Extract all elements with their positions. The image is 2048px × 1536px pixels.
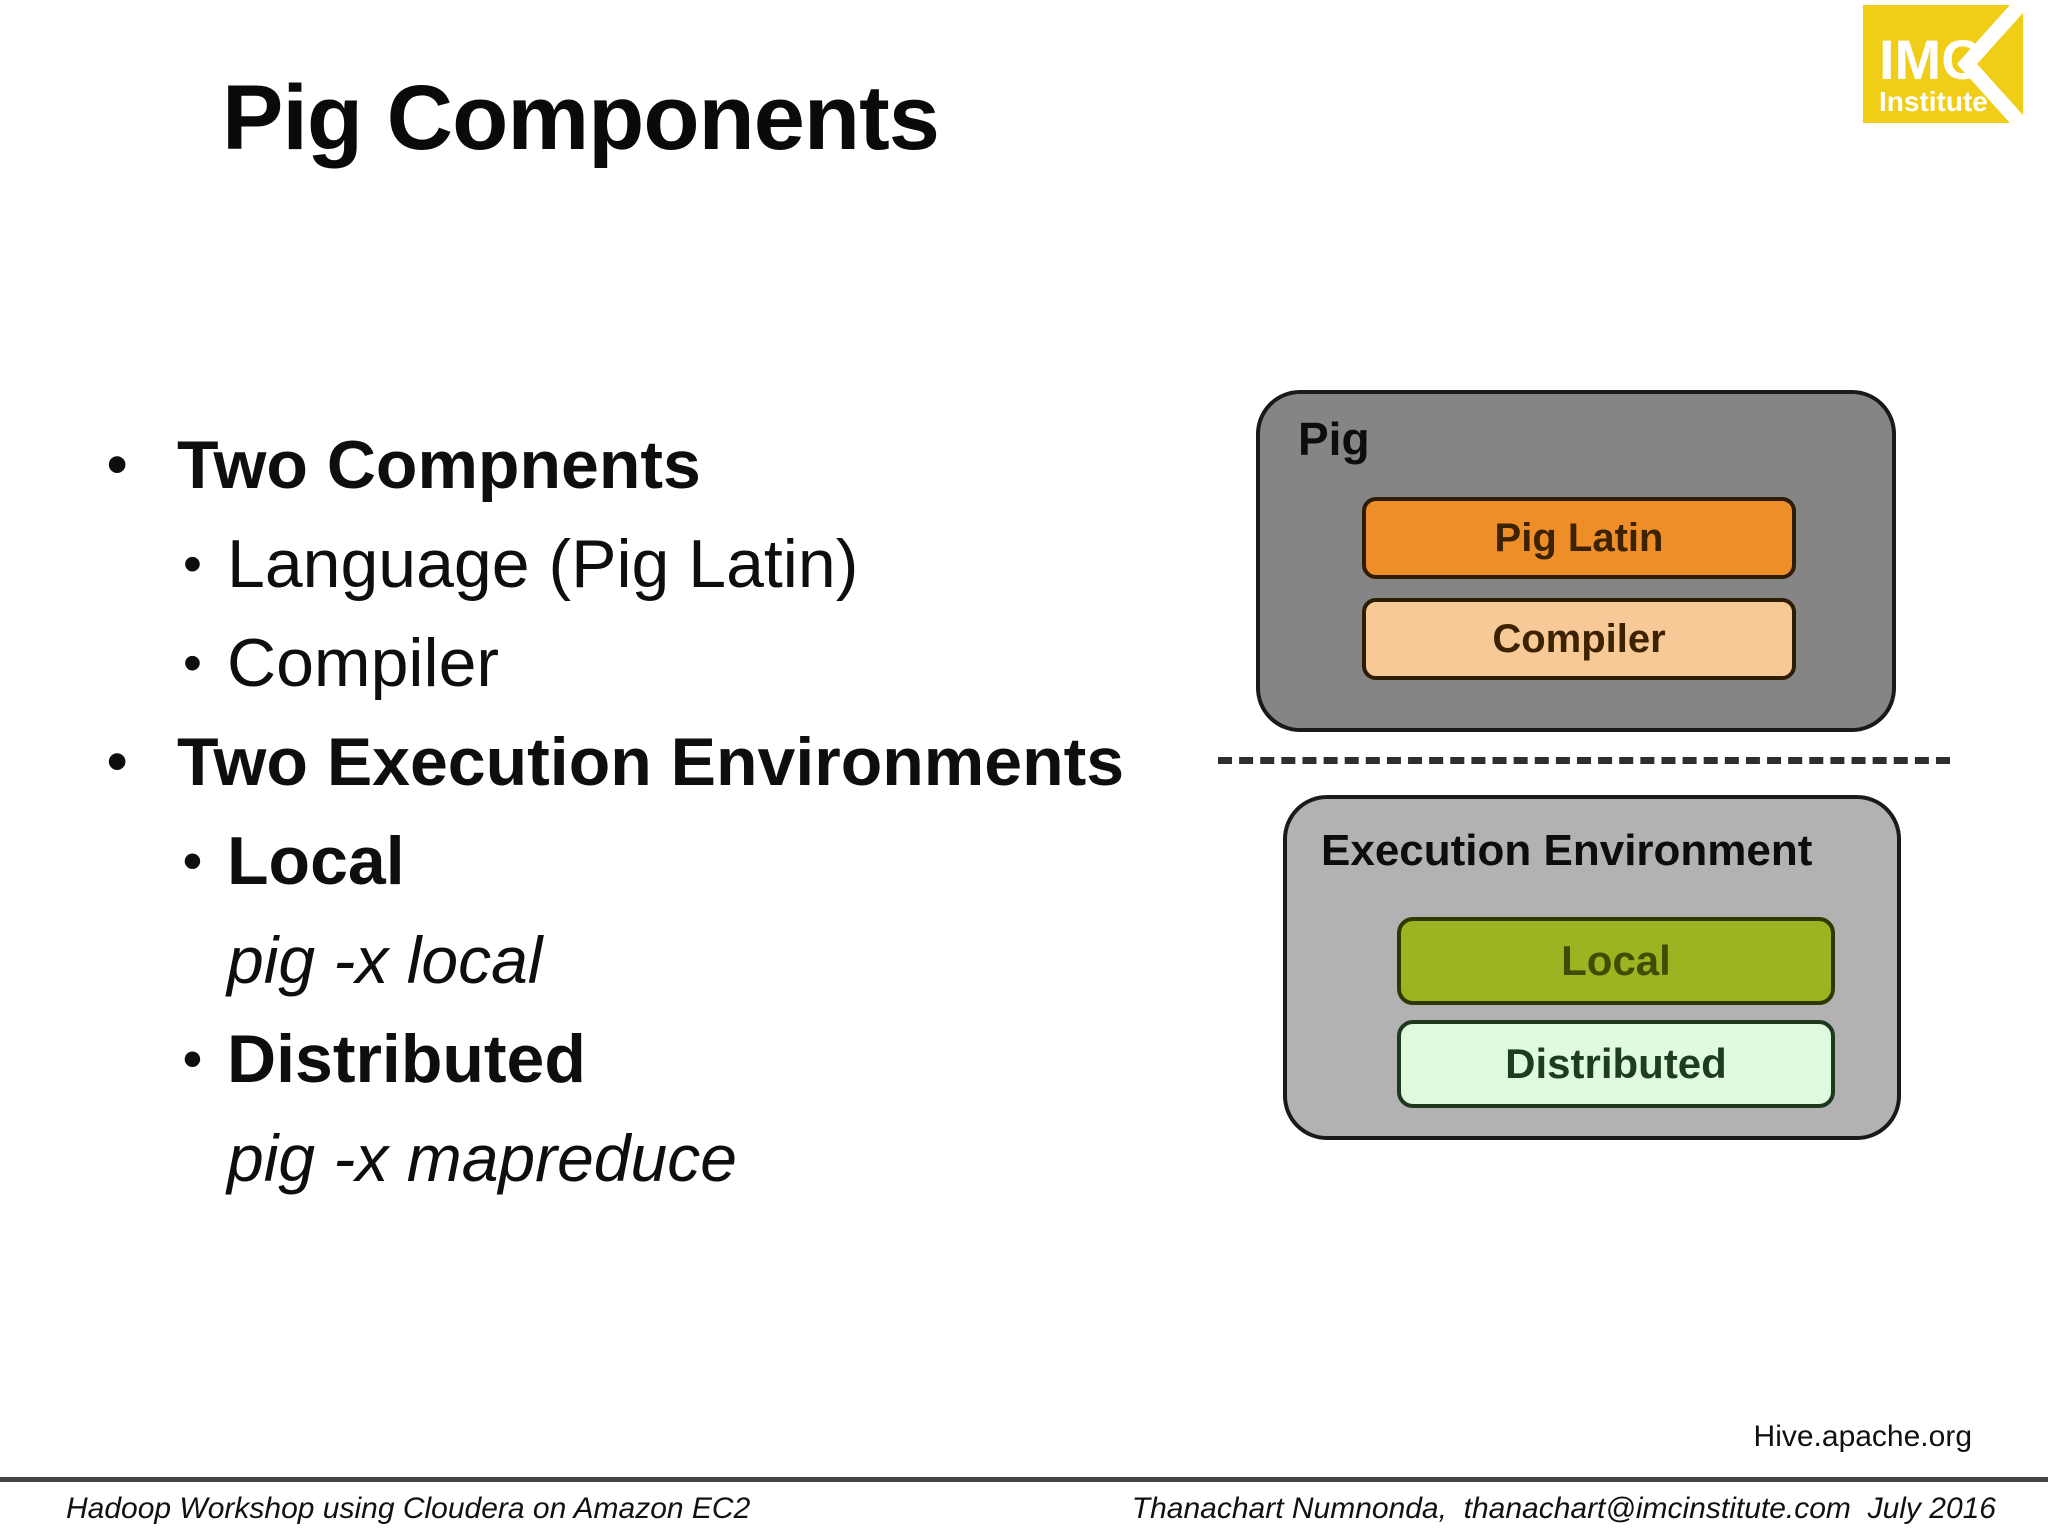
- bullet-item-two-execution-environments: • Two Execution Environments: [95, 712, 1245, 811]
- dashed-separator-line: [1218, 757, 1950, 764]
- bullet-dot-icon: •: [183, 533, 202, 594]
- distributed-node-label: Distributed: [1505, 1040, 1727, 1087]
- compiler-node-label: Compiler: [1492, 617, 1666, 661]
- footer-author-info: Thanachart Numnonda, thanachart@imcinsti…: [1131, 1492, 1996, 1525]
- footer-workshop-title: Hadoop Workshop using Cloudera on Amazon…: [66, 1492, 751, 1525]
- bullet-item-label: Compiler: [227, 624, 500, 701]
- bullet-item-two-components: • Two Compnents: [95, 415, 1245, 514]
- bullet-item-label: Two Execution Environments: [177, 723, 1125, 800]
- logo-chevron-icon: [1956, 0, 2035, 139]
- command-text: pig -x mapreduce: [227, 1120, 737, 1195]
- bullet-item-local: • Local: [95, 811, 1245, 910]
- bullet-dot-icon: •: [183, 632, 202, 693]
- bullet-item-compiler: • Compiler: [95, 613, 1245, 712]
- pig-group-label: Pig: [1298, 413, 1370, 465]
- footer-divider: [0, 1477, 2048, 1482]
- command-text: pig -x local: [227, 922, 543, 997]
- local-node: Local: [1397, 917, 1835, 1005]
- bullet-dot-icon: •: [183, 830, 202, 891]
- bullet-item-label: Local: [227, 822, 405, 899]
- command-line-pig-x-mapreduce: pig -x mapreduce: [95, 1108, 1245, 1207]
- pig-latin-node: Pig Latin: [1362, 497, 1796, 579]
- local-node-label: Local: [1561, 937, 1671, 984]
- bullet-list: • Two Compnents • Language (Pig Latin) •…: [95, 415, 1245, 1207]
- execution-environment-group-box: Execution Environment Local Distributed: [1283, 795, 1901, 1140]
- command-line-pig-x-local: pig -x local: [95, 910, 1245, 1009]
- imc-institute-logo: IMC Institute: [1863, 0, 2035, 139]
- logo-name-text: Institute: [1879, 86, 1988, 117]
- page-title: Pig Components: [222, 67, 940, 169]
- bullet-dot-icon: •: [107, 431, 128, 497]
- bullet-item-label: Two Compnents: [177, 426, 701, 503]
- source-note: Hive.apache.org: [1753, 1420, 1972, 1453]
- distributed-node: Distributed: [1397, 1020, 1835, 1108]
- bullet-item-language-pig-latin: • Language (Pig Latin): [95, 514, 1245, 613]
- bullet-item-label: Language (Pig Latin): [227, 525, 859, 602]
- pig-group-box: Pig Pig Latin Compiler: [1256, 390, 1896, 732]
- execution-environment-group-label: Execution Environment: [1321, 826, 1813, 875]
- bullet-item-distributed: • Distributed: [95, 1009, 1245, 1108]
- bullet-dot-icon: •: [183, 1028, 202, 1089]
- bullet-item-label: Distributed: [227, 1020, 586, 1097]
- imc-logo-graphic: IMC Institute: [1863, 0, 2035, 139]
- bullet-dot-icon: •: [107, 728, 128, 794]
- compiler-node: Compiler: [1362, 598, 1796, 680]
- pig-latin-node-label: Pig Latin: [1494, 516, 1664, 560]
